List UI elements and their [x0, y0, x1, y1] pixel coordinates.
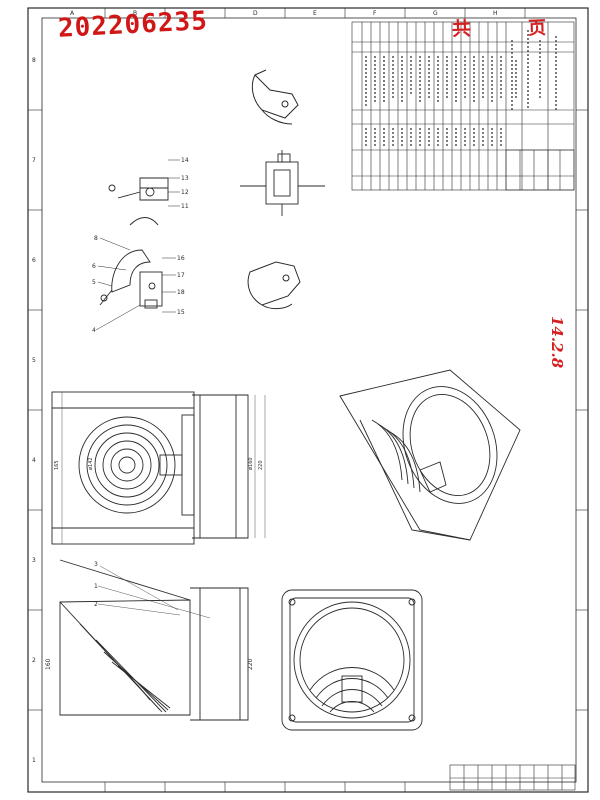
row-label-4: 4: [32, 457, 36, 464]
dim-front-inner: ø142: [88, 457, 94, 470]
callout-side-2: 2: [94, 601, 98, 608]
callout-12: 12: [181, 189, 189, 196]
callout-5: 5: [92, 279, 96, 286]
zone-ticks-top: [104, 8, 526, 18]
front-view: [51, 391, 249, 545]
dim-front-height: 165: [54, 460, 60, 470]
callout-6: 6: [92, 263, 96, 270]
row-label-5: 5: [32, 357, 36, 364]
callout-15: 15: [177, 309, 185, 316]
callout-side-3: 3: [94, 561, 98, 568]
callout-18: 18: [177, 289, 185, 296]
revision-table: [449, 764, 576, 791]
col-label-g: G: [433, 10, 438, 17]
dim-side-depth: 220: [247, 658, 254, 670]
side-view: [59, 559, 249, 721]
handwritten-revision-mark: 14.2.8: [548, 316, 566, 369]
row-label-2: 2: [32, 657, 36, 664]
col-label-c: C: [193, 10, 197, 17]
row-label-3: 3: [32, 557, 36, 564]
side-view-leaders: [97, 565, 211, 619]
zone-ticks-bottom: [104, 782, 406, 792]
detail-section-view: [240, 150, 325, 216]
col-label-a: A: [70, 10, 75, 17]
callout-14: 14: [181, 157, 189, 164]
detail-a-callouts: 14 13 12 11 16 17 18 15 8 6 5 4: [92, 157, 189, 334]
row-label-1: 1: [32, 757, 36, 764]
col-label-b: B: [133, 10, 137, 17]
col-label-d: D: [253, 10, 258, 17]
col-label-e: E: [313, 10, 317, 17]
row-label-8: 8: [32, 57, 36, 64]
page-current-label: 页: [527, 17, 547, 40]
zone-ticks-left: [28, 109, 42, 711]
detail-handle-side-view: [99, 177, 169, 309]
parts-list-table: [351, 21, 575, 191]
callout-8: 8: [94, 235, 98, 242]
callout-11: 11: [181, 203, 189, 210]
handle-isometric-bottom: [247, 261, 301, 310]
row-label-7: 7: [32, 157, 36, 164]
callout-17: 17: [177, 272, 185, 279]
callout-16: 16: [177, 255, 185, 262]
col-label-h: H: [493, 10, 498, 17]
callout-4: 4: [92, 327, 96, 334]
handle-isometric-top: [251, 69, 299, 125]
callout-side-1: 1: [94, 583, 98, 590]
parts-list-fine-text: [365, 30, 557, 146]
rear-view: [281, 589, 423, 731]
inner-border: [41, 17, 577, 783]
outer-border: [27, 7, 589, 793]
zone-ticks-right: [576, 109, 588, 711]
dim-front-outer: 220: [258, 460, 264, 470]
dim-front-dia: ø160: [248, 457, 254, 470]
dim-side-height: 160: [45, 658, 52, 670]
callout-13: 13: [181, 175, 189, 182]
detail-a-leader-lines: [95, 159, 180, 331]
front-view-dimensions: [61, 392, 266, 544]
isometric-view: [339, 369, 521, 541]
row-label-6: 6: [32, 257, 36, 264]
col-label-f: F: [373, 10, 377, 17]
page-total-label: 共: [451, 17, 472, 41]
